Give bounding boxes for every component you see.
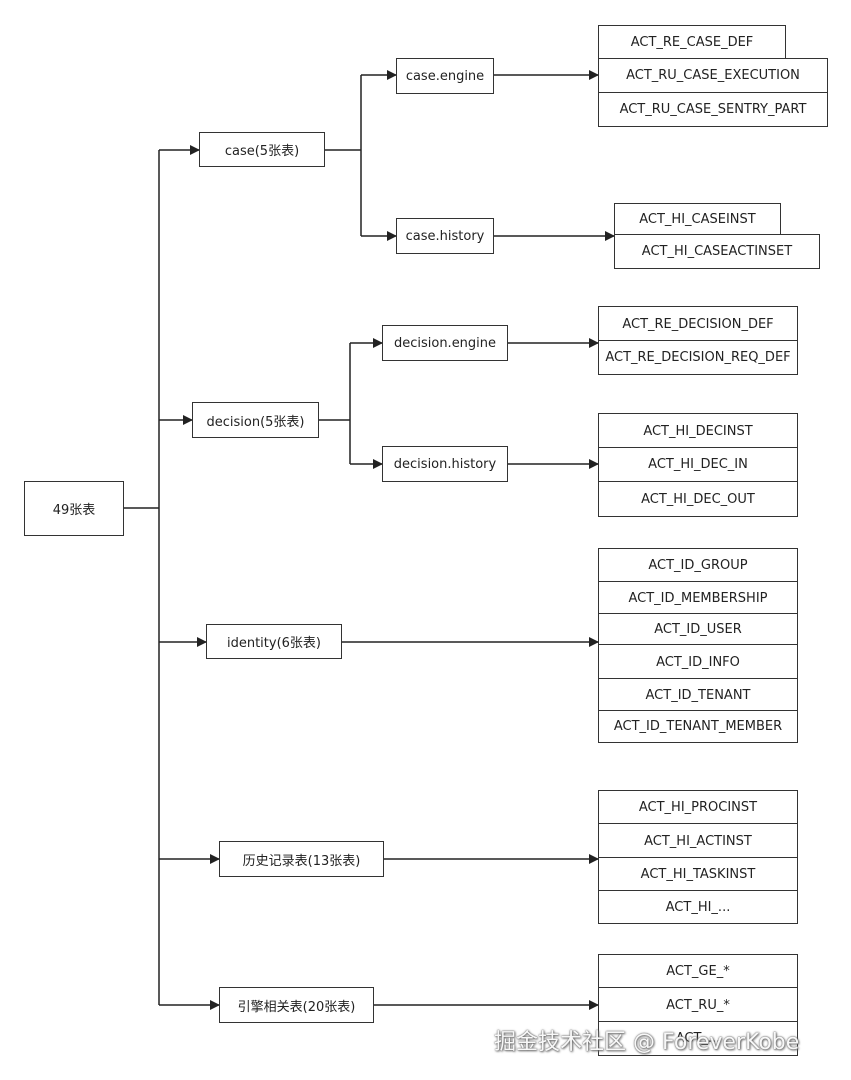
- table-cell: ACT_ID_TENANT_MEMBER: [598, 710, 798, 743]
- table-cell: ACT_HI_CASEINST: [614, 203, 781, 236]
- table-cell: ACT_RE_DECISION_REQ_DEF: [598, 340, 798, 375]
- decision-history-node: decision.history: [382, 446, 508, 482]
- watermark: 掘金技术社区 @ ForeverKobe: [494, 1030, 800, 1055]
- table-cell: ACT_HI_ACTINST: [598, 823, 798, 859]
- decision-node: decision(5张表): [192, 402, 319, 438]
- engine-node: 引擎相关表(20张表): [219, 987, 374, 1023]
- table-cell: ACT_RU_*: [598, 987, 798, 1023]
- decision-connector: [318, 343, 351, 464]
- table-cell: ACT_ID_TENANT: [598, 678, 798, 712]
- case-connector: [324, 75, 362, 236]
- table-cell: ACT_RE_CASE_DEF: [598, 25, 786, 60]
- table-cell: ACT_ID_GROUP: [598, 548, 798, 583]
- table-cell: ACT_RU_CASE_SENTRY_PART: [598, 92, 828, 127]
- table-cell: ACT_ID_USER: [598, 613, 798, 646]
- identity-node: identity(6张表): [206, 624, 342, 659]
- table-cell: ACT_...: [598, 1021, 798, 1056]
- table-cell: ACT_HI_DECINST: [598, 413, 798, 449]
- table-cell: ACT_GE_*: [598, 954, 798, 989]
- case-node: case(5张表): [199, 132, 325, 167]
- case-history-node: case.history: [396, 218, 494, 254]
- table-cell: ACT_HI_DEC_OUT: [598, 481, 798, 517]
- root-node: 49张表: [24, 481, 124, 536]
- table-cell: ACT_ID_INFO: [598, 644, 798, 680]
- table-cell: ACT_HI_TASKINST: [598, 857, 798, 892]
- decision-engine-node: decision.engine: [382, 325, 508, 361]
- history-node: 历史记录表(13张表): [219, 841, 384, 877]
- table-cell: ACT_RE_DECISION_DEF: [598, 306, 798, 342]
- table-cell: ACT_HI_CASEACTINSET: [614, 234, 820, 269]
- case-engine-node: case.engine: [396, 58, 494, 94]
- table-cell: ACT_HI_PROCINST: [598, 790, 798, 825]
- table-cell: ACT_HI_DEC_IN: [598, 447, 798, 482]
- root-connector: [123, 150, 160, 1005]
- table-cell: ACT_ID_MEMBERSHIP: [598, 581, 798, 615]
- table-cell: ACT_HI_...: [598, 890, 798, 924]
- table-cell: ACT_RU_CASE_EXECUTION: [598, 58, 828, 93]
